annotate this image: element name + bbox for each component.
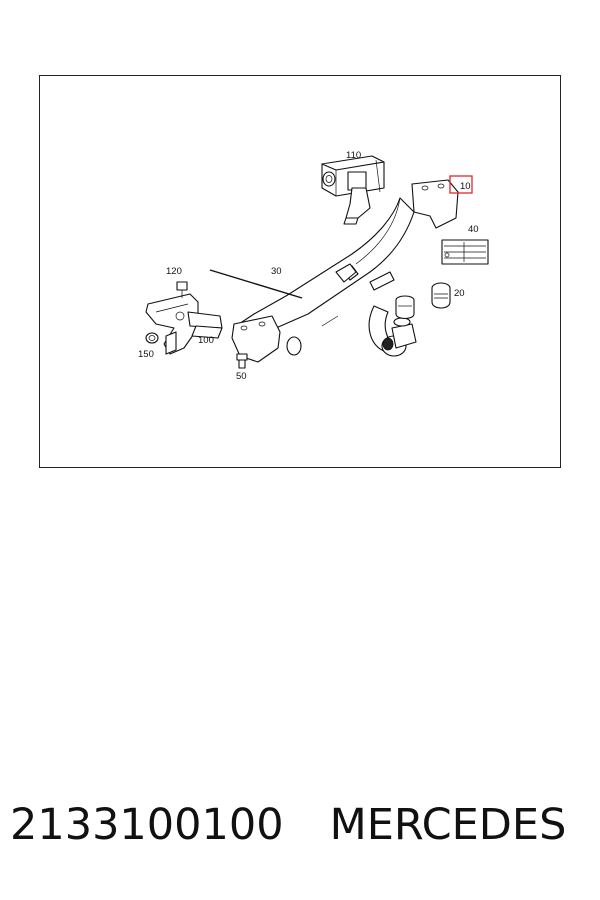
- callout-10-highlight-box: [449, 175, 473, 194]
- callout-100[interactable]: 100: [198, 335, 214, 346]
- part-20-socket-cap[interactable]: [395, 282, 451, 320]
- part-number: 2133100100: [10, 800, 284, 850]
- part-110-bracket[interactable]: [321, 155, 385, 225]
- part-120-bolt[interactable]: [176, 281, 188, 298]
- brand-name: MERCEDES: [329, 800, 567, 850]
- callout-10[interactable]: 10: [460, 181, 471, 192]
- callout-110[interactable]: 110: [346, 150, 361, 161]
- part-150-nut[interactable]: [145, 332, 159, 344]
- part-100-side-bracket[interactable]: [145, 293, 223, 355]
- callout-20[interactable]: 20: [454, 288, 465, 299]
- part-30-rod[interactable]: [209, 269, 303, 299]
- callout-30[interactable]: 30: [271, 266, 282, 277]
- callout-120[interactable]: 120: [166, 266, 182, 277]
- product-caption: 2133100100 MERCEDES: [10, 800, 590, 870]
- callout-40[interactable]: 40: [468, 224, 479, 235]
- tow-ball-assembly[interactable]: [368, 305, 417, 357]
- callout-50[interactable]: 50: [236, 371, 247, 382]
- part-10-crossbar[interactable]: [231, 179, 459, 363]
- part-40-label-plate[interactable]: [441, 239, 489, 265]
- callout-150[interactable]: 150: [138, 349, 154, 360]
- part-50-bolt[interactable]: [236, 353, 248, 369]
- parts-diagram-frame: 110 10 40 20 30 120 100 150 50: [39, 75, 561, 468]
- tow-hitch-exploded-diagram: 110 10 40 20 30 120 100 150 50: [138, 150, 489, 382]
